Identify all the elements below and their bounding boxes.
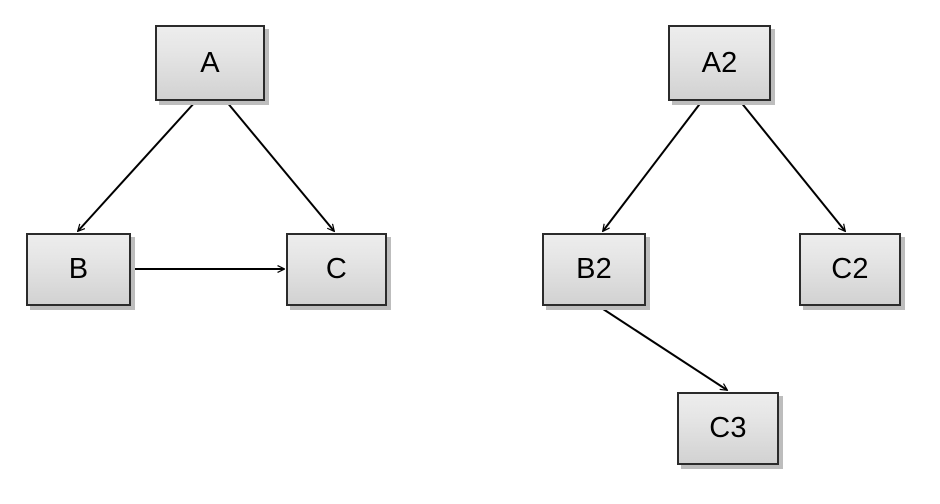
node-label-c3: C3 xyxy=(709,412,747,444)
edge-a2-to-b2 xyxy=(603,100,703,231)
node-label-a: A xyxy=(200,46,220,79)
edge-a2-to-c2 xyxy=(739,100,845,231)
node-c2[interactable]: C2 xyxy=(799,233,901,306)
edge-a-to-b xyxy=(78,100,197,231)
edge-a-to-c xyxy=(225,100,334,231)
node-label-c2: C2 xyxy=(831,253,869,285)
node-label-b: B xyxy=(68,253,89,285)
node-c3[interactable]: C3 xyxy=(677,392,779,465)
node-label-b2: B2 xyxy=(576,253,612,285)
node-a[interactable]: A xyxy=(155,25,265,101)
node-a2[interactable]: A2 xyxy=(668,25,771,101)
node-label-a2: A2 xyxy=(701,46,738,79)
node-label-c: C xyxy=(325,253,348,285)
edge-b2-to-c3 xyxy=(599,306,727,390)
node-b2[interactable]: B2 xyxy=(542,233,646,306)
node-b[interactable]: B xyxy=(26,233,131,306)
node-c[interactable]: C xyxy=(286,233,387,306)
